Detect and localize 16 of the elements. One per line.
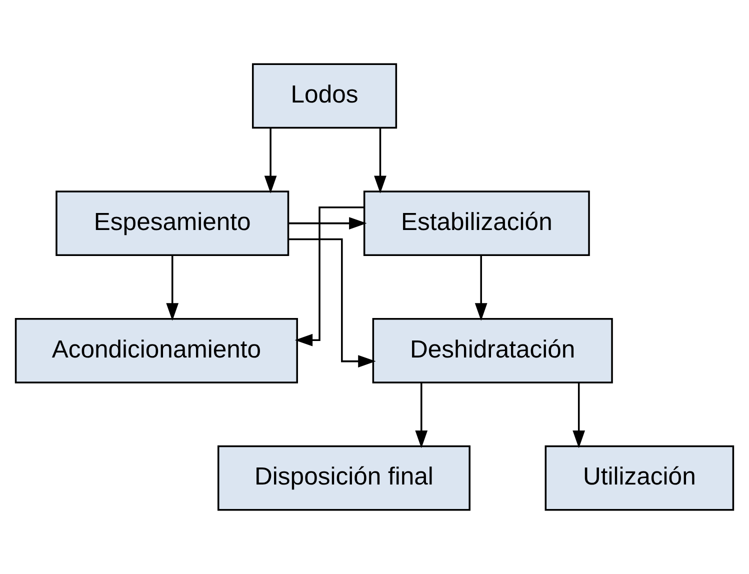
node-box: Deshidratación <box>372 318 613 384</box>
arrow <box>294 206 364 346</box>
arrow <box>166 255 179 321</box>
node-box: Disposición final <box>217 445 470 511</box>
arrow <box>572 382 586 448</box>
node-box: Estabilización <box>363 190 590 256</box>
node-box: Acondicionamiento <box>14 318 298 384</box>
arrow <box>288 238 376 368</box>
arrow <box>264 128 277 194</box>
arrow <box>474 255 488 321</box>
arrow <box>288 217 367 230</box>
node-box: Utilización <box>544 445 734 511</box>
arrow <box>415 382 428 448</box>
arrow <box>374 128 386 194</box>
node-box: Lodos <box>252 63 398 129</box>
node-box: Espesamiento <box>56 190 290 256</box>
